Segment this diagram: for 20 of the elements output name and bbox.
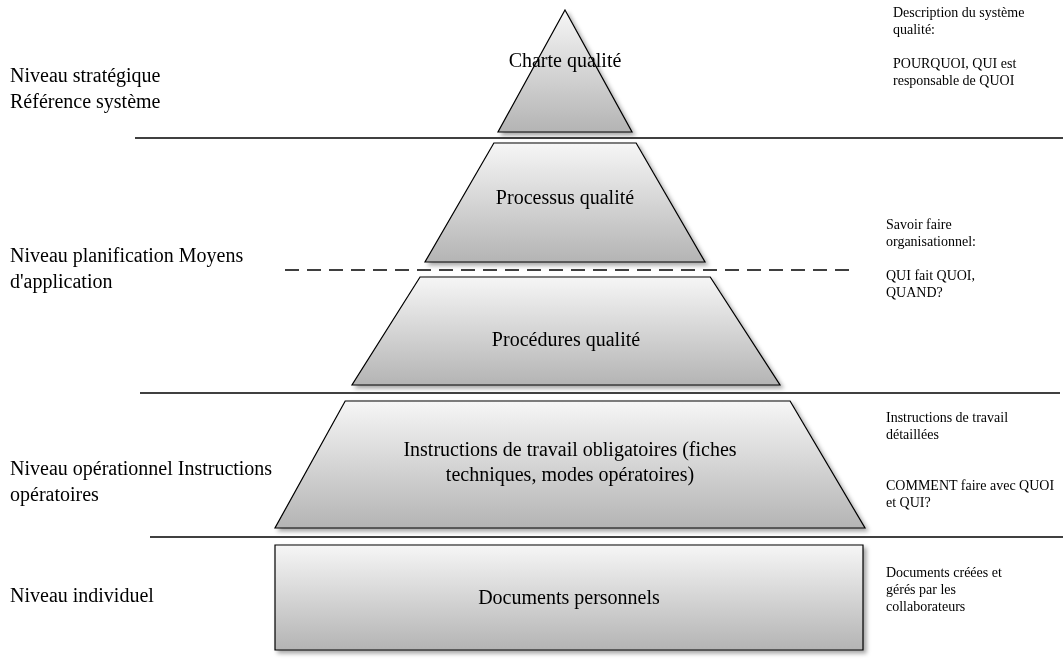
note-text: POURQUOI, QUI est responsable de QUOI (893, 56, 1018, 90)
tier-label: Processus qualité (495, 185, 635, 210)
note-text: Instructions de travail détaillées (886, 410, 1010, 444)
note-text: QUI fait QUOI, QUAND? (886, 268, 977, 302)
level-name: Niveau planification Moyens d'application (10, 243, 245, 294)
level-name: Niveau stratégique Référence système (10, 63, 162, 114)
pyramid-tier (275, 401, 865, 528)
pyramid-tier (352, 277, 780, 385)
pyramid-top-triangle (498, 10, 632, 132)
note-text: COMMENT faire avec QUOI et QUI? (886, 478, 1056, 512)
note-text: Savoir faire organisationnel: (886, 217, 977, 251)
tier-label: Procédures qualité (490, 327, 642, 352)
pyramid-tier (425, 143, 705, 262)
tier-label: Instructions de travail obligatoires (fiches techniques, modes opératoires) (402, 437, 738, 487)
note-text: Description du système qualité: (893, 5, 1026, 39)
tier-label: Documents personnels (477, 585, 661, 610)
level-name: Niveau individuel (10, 583, 155, 608)
level-name: Niveau opérationnel Instructions opératoires (10, 456, 274, 507)
pyramid-base-box (275, 545, 863, 650)
note-text: Documents créées et gérés par les collaborateurs (886, 565, 1003, 616)
